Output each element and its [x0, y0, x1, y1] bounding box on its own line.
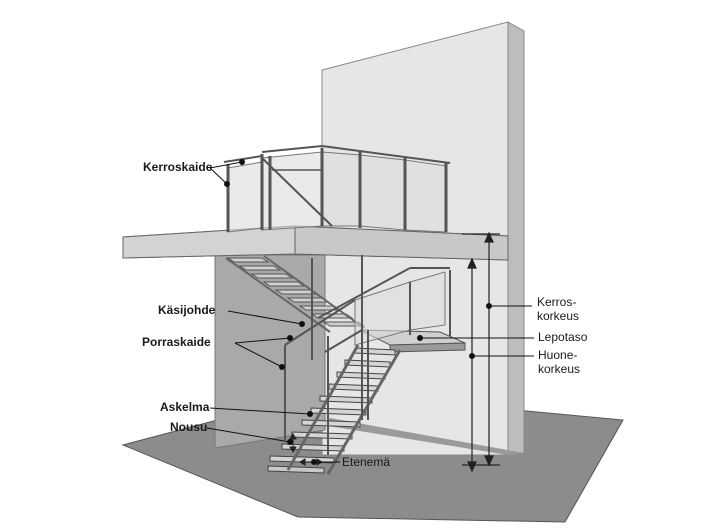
label-lepotaso: Lepotaso: [538, 330, 588, 344]
stair-railing: [284, 255, 451, 455]
label-huonekorkeus-line2: korkeus: [538, 362, 581, 376]
under-slab-wall: [214, 254, 326, 449]
floor-slab-edge: [122, 225, 296, 259]
label-askelma: Askelma: [160, 400, 210, 414]
back-wall-side: [507, 21, 525, 456]
label-porraskaide: Porraskaide: [142, 335, 211, 349]
floor-slab-front: [294, 225, 509, 261]
step-dimension-marks: [289, 433, 323, 466]
landing-edge: [389, 342, 466, 353]
upper-flight: [225, 255, 366, 333]
label-nousu: Nousu: [170, 420, 208, 434]
wall-base: [322, 418, 524, 455]
leader-lines: [206, 159, 534, 465]
label-kerroskorkeus-line2: korkeus: [537, 309, 580, 323]
label-etenema: Etenemä: [342, 455, 391, 469]
label-huonekorkeus-line1: Huone-: [538, 348, 578, 362]
label-kerroskorkeus-line1: Kerros-: [537, 295, 577, 309]
height-dimensions: [462, 231, 500, 473]
lower-flight: [267, 344, 402, 475]
floor-guardrail: [223, 145, 451, 233]
label-kerroskaide: Kerroskaide: [143, 160, 213, 174]
label-kasijohde: Käsijohde: [158, 303, 216, 317]
